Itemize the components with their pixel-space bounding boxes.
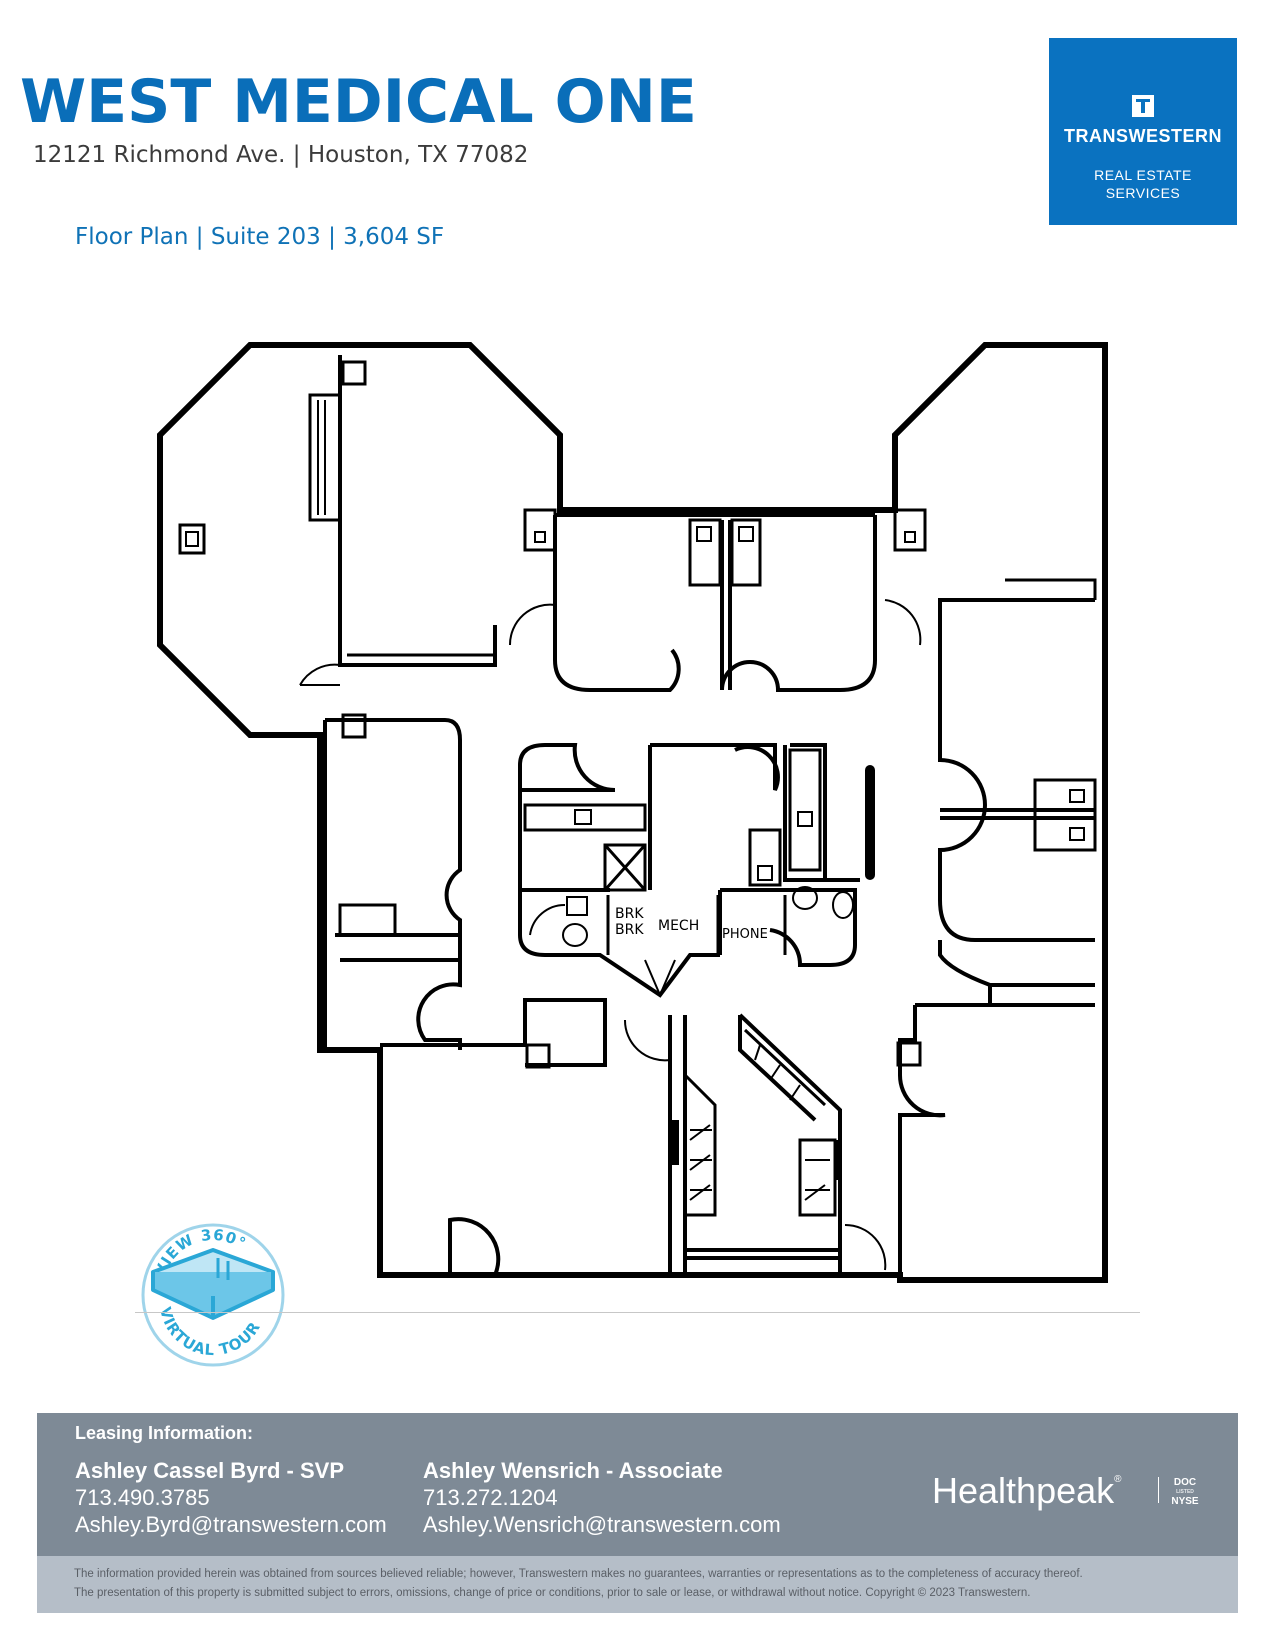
floor-plan-drawing: BRK BRK MECH PHONE [157,342,1108,1283]
contact-email[interactable]: Ashley.Wensrich@transwestern.com [423,1512,781,1537]
label-mech: MECH [658,918,699,934]
healthpeak-logo-text: Healthpeak [932,1470,1115,1511]
label-brk-2: BRK [615,922,644,938]
contact-phone[interactable]: 713.272.1204 [423,1485,558,1510]
leasing-heading: Leasing Information: [75,1423,254,1443]
divider [135,1312,1140,1313]
contact-phone[interactable]: 713.490.3785 [75,1485,210,1510]
registered-mark: ® [1114,1474,1122,1485]
logo-brand-text: TRANSWESTERN [1064,126,1222,146]
transwestern-t-icon [1132,95,1154,117]
logo-tagline: REAL ESTATE SERVICES [1049,166,1237,202]
ticker-listed: LISTED [1176,1489,1194,1495]
transwestern-logo[interactable]: TRANSWESTERN REAL ESTATE SERVICES [1049,38,1237,225]
healthpeak-logo: Healthpeak® [932,1470,1122,1512]
contact-email[interactable]: Ashley.Byrd@transwestern.com [75,1512,387,1537]
ticker-symbol: DOC [1173,1477,1197,1488]
leasing-information-panel: Leasing Information: Ashley Cassel Byrd … [37,1413,1238,1556]
label-phone: PHONE [722,927,768,942]
logo-tagline-line1: REAL ESTATE [1094,167,1192,183]
label-brk-1: BRK [615,906,644,922]
virtual-tour-badge[interactable]: VIEW 360° VIRTUAL TOUR [138,1220,288,1370]
isometric-room-icon [151,1248,275,1320]
nyse-ticker: DOC LISTED NYSE [1168,1476,1202,1509]
ticker-exchange: NYSE [1171,1496,1199,1507]
logo-divider [1158,1477,1159,1503]
disclaimer-bar: The information provided herein was obta… [37,1556,1238,1613]
contact-card-byrd: Ashley Cassel Byrd - SVP 713.490.3785 As… [75,1458,387,1538]
disclaimer-line-2: The presentation of this property is sub… [74,1587,1031,1599]
contact-card-wensrich: Ashley Wensrich - Associate 713.272.1204… [423,1458,781,1538]
floor-plan-subtitle: Floor Plan | Suite 203 | 3,604 SF [75,224,445,250]
contact-name: Ashley Cassel Byrd - SVP [75,1458,345,1483]
page-title: WEST MEDICAL ONE [20,67,697,137]
logo-tagline-line2: SERVICES [1105,185,1181,201]
property-address: 12121 Richmond Ave. | Houston, TX 77082 [33,142,529,168]
disclaimer-line-1: The information provided herein was obta… [74,1568,1083,1580]
contact-name: Ashley Wensrich - Associate [423,1458,723,1483]
